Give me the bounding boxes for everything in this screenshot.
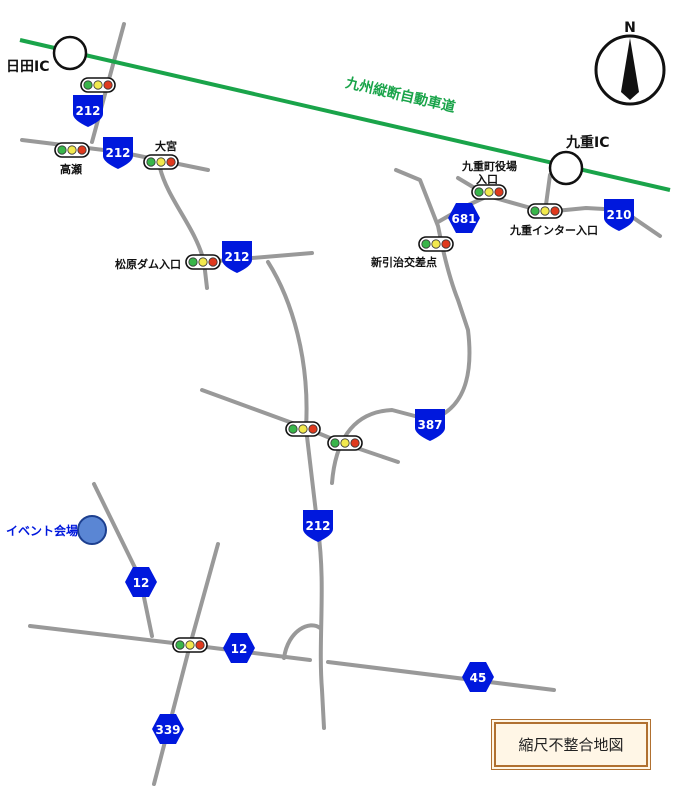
- road-matsubara: [203, 251, 314, 264]
- interchange-kokonoe[interactable]: [548, 150, 584, 186]
- traffic-signal-icon: [285, 421, 321, 437]
- route-387-number: 387: [417, 418, 442, 432]
- route-212-number: 212: [224, 250, 249, 264]
- north-arrow-icon: [621, 38, 639, 100]
- place-label-kokonoe-inter: 九重インター入口: [509, 223, 598, 237]
- traffic-signal-icon: [54, 142, 90, 158]
- hex-shields: 681 12 12 45 339: [125, 203, 494, 744]
- place-label-shinbiki: 新引治交差点: [371, 255, 437, 269]
- road-45: [326, 660, 556, 692]
- scale-note: 縮尺不整合地図: [494, 722, 648, 767]
- compass: N: [594, 20, 666, 106]
- road-210: [486, 194, 662, 238]
- place-label-town-office-line2: 入口: [476, 173, 498, 186]
- place-label-town-office-line1: 九重町役場: [461, 159, 517, 173]
- interchange-label-kokonoe: 九重IC: [565, 134, 609, 151]
- road-212-main: [266, 260, 326, 730]
- place-label-town-office: 九重町役場 入口: [461, 159, 521, 186]
- compass-north-label: N: [624, 20, 636, 36]
- traffic-signal-icon: [327, 435, 363, 451]
- road-339: [152, 542, 220, 786]
- traffic-signal-icon: [143, 154, 179, 170]
- route-339-number: 339: [155, 723, 180, 737]
- traffic-signal-icon: [172, 637, 208, 653]
- event-venue-label: イベント会場: [6, 523, 78, 538]
- route-12-number: 12: [133, 576, 150, 590]
- route-45-number: 45: [470, 671, 487, 685]
- route-212-number: 212: [75, 104, 100, 118]
- place-label-matsubara: 松原ダム入口: [115, 257, 181, 271]
- traffic-signal-icon: [418, 236, 454, 252]
- traffic-signal-icon: [185, 254, 221, 270]
- traffic-signal-icon: [80, 77, 116, 93]
- route-212-number: 212: [105, 146, 130, 160]
- route-212-number: 212: [305, 519, 330, 533]
- route-shields: 212 212 212 212 210 387: [73, 95, 634, 542]
- route-681-number: 681: [451, 212, 476, 226]
- place-label-omiya: 大宮: [155, 139, 177, 153]
- road-crossing-west: [200, 388, 400, 464]
- place-label-takase: 高瀬: [60, 162, 82, 176]
- road-12: [28, 624, 312, 662]
- traffic-signal-icon: [527, 203, 563, 219]
- route-12-number: 12: [231, 642, 248, 656]
- road-event: [92, 482, 154, 638]
- interchange-hita[interactable]: [52, 35, 88, 71]
- interchange-label-hita: 日田IC: [6, 59, 49, 75]
- traffic-signal-icon: [471, 184, 507, 200]
- event-venue-marker[interactable]: [77, 515, 107, 545]
- road-loop-small: [282, 623, 322, 660]
- route-210-number: 210: [606, 208, 631, 222]
- expressway-label: 九州縦断自動車道: [343, 74, 457, 116]
